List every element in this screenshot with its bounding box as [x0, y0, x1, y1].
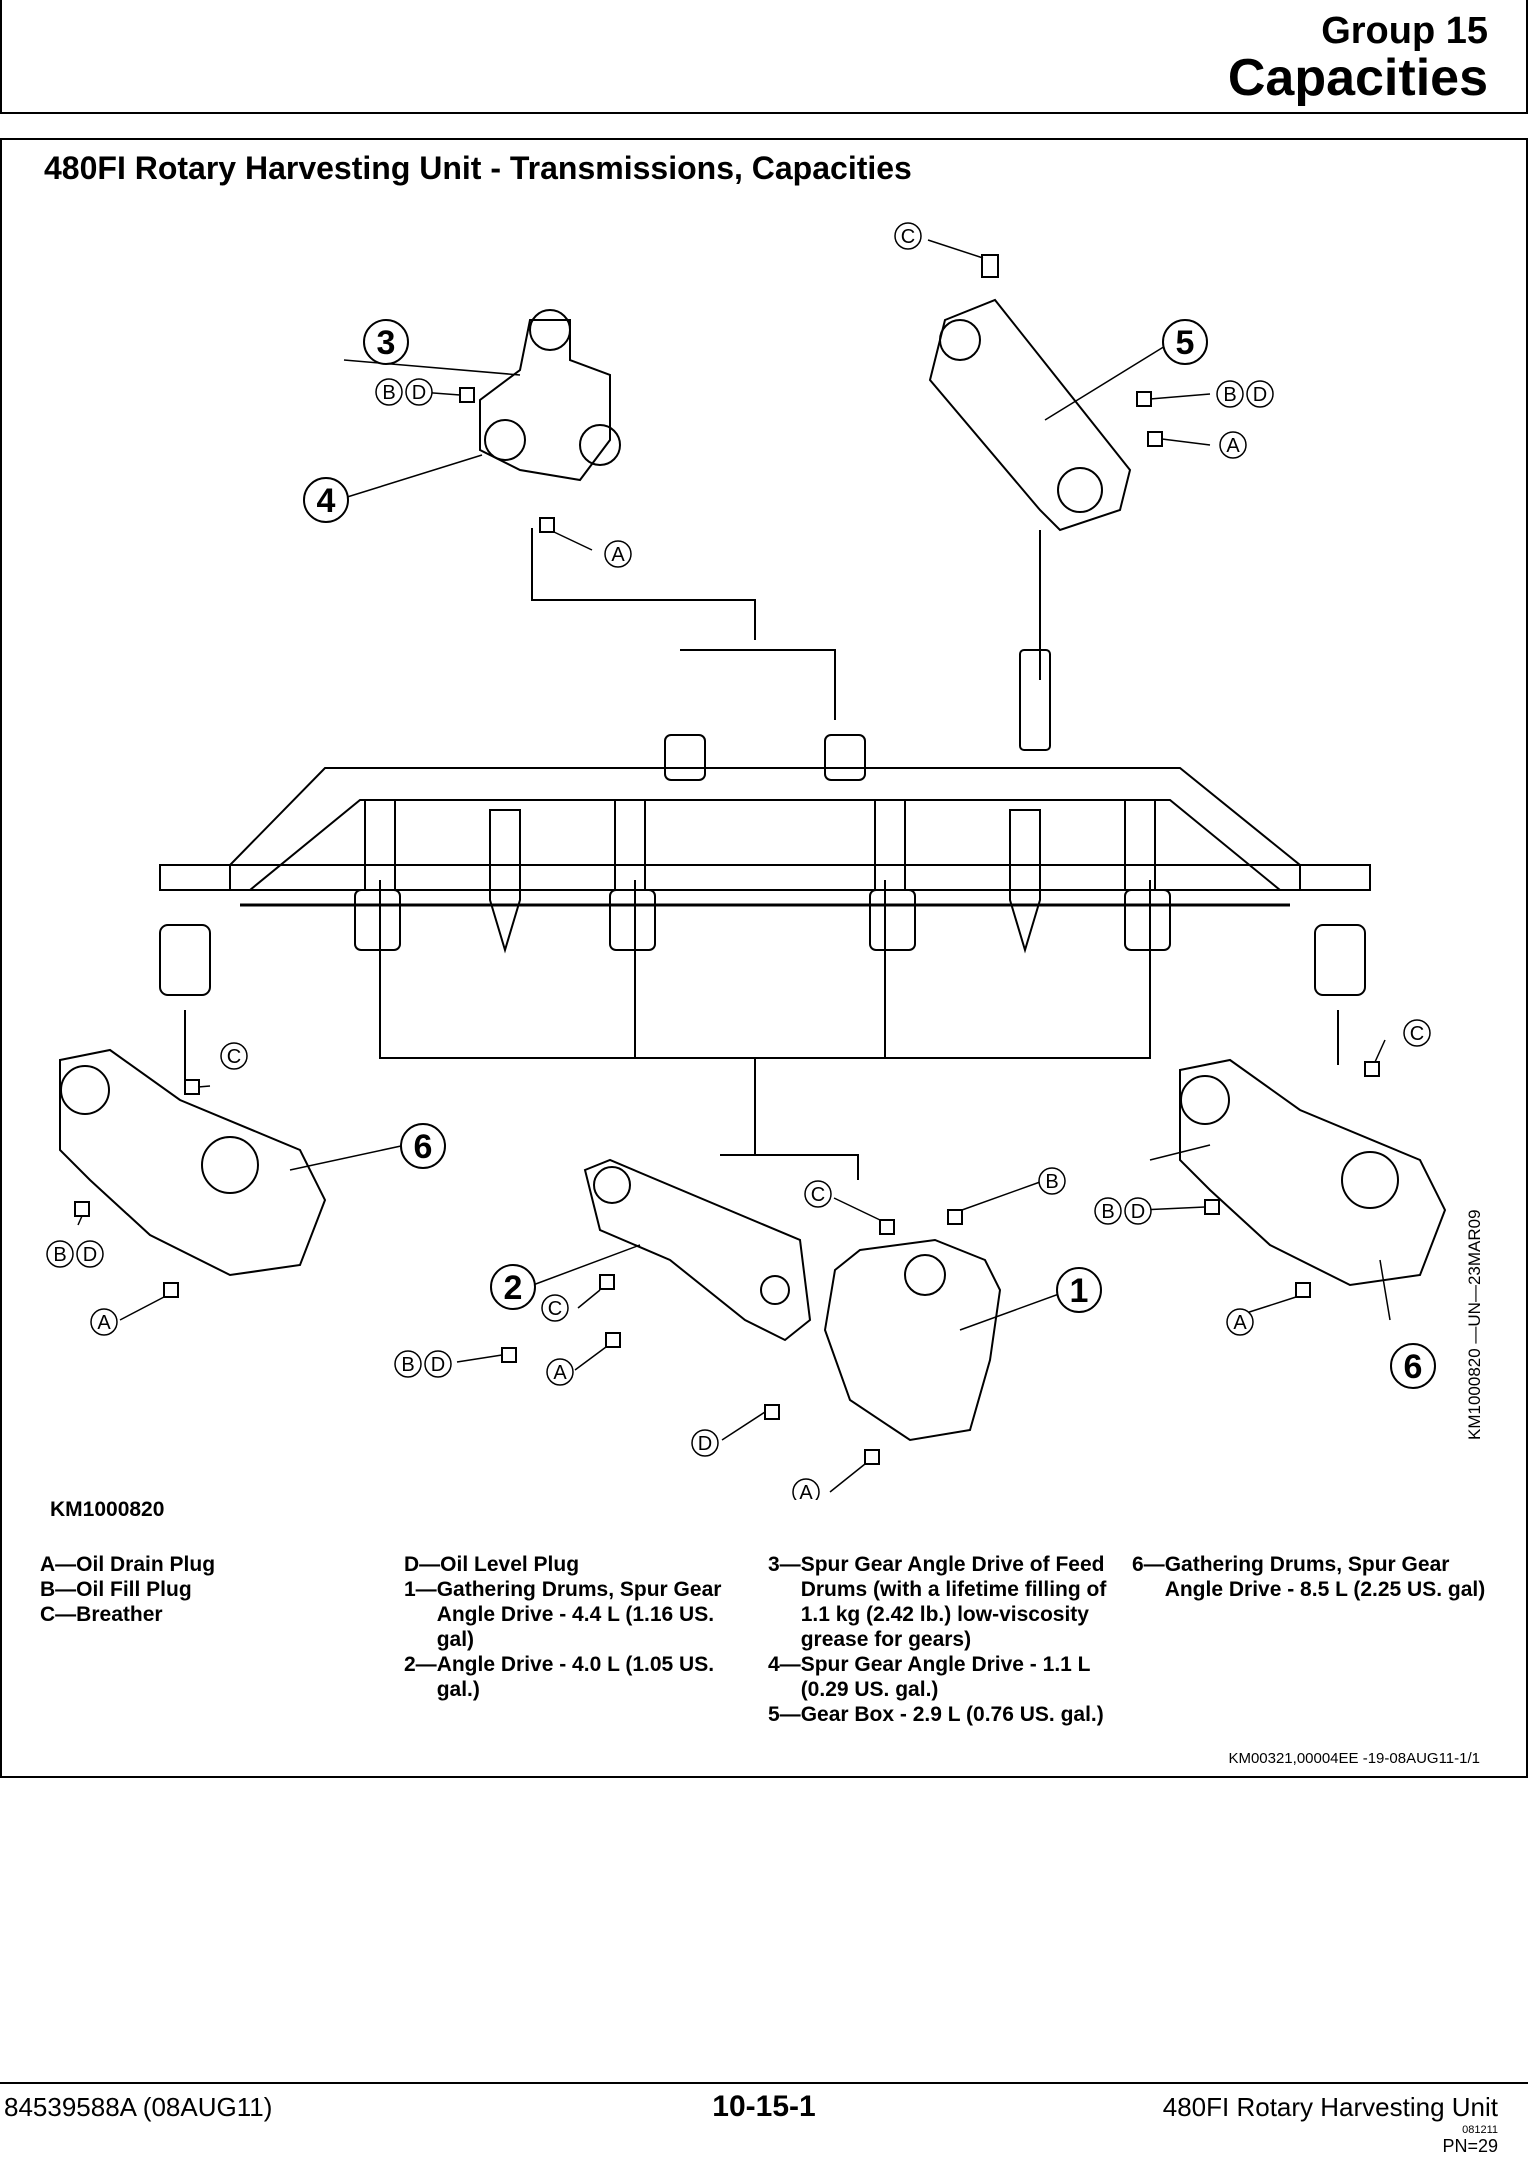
svg-text:B: B: [1045, 1171, 1058, 1193]
reference-code: KM00321,00004EE -19-08AUG11-1/1: [1228, 1750, 1480, 1767]
legend-column-2: D—Oil Level Plug 1— Gathering Drums, Spu…: [404, 1552, 749, 1702]
svg-text:5: 5: [1176, 324, 1195, 362]
crop-dividers: [489, 809, 1041, 954]
svg-text:B: B: [1223, 384, 1236, 406]
legend-item: A—Oil Drain Plug: [40, 1553, 216, 1576]
group-label: Group 15: [1321, 10, 1488, 52]
legend-item: 1— Gathering Drums, Spur Gear Angle Driv…: [404, 1578, 722, 1651]
connector-bottom-bar: [379, 880, 1151, 1059]
section-frame: [0, 138, 1528, 1778]
svg-text:D: D: [412, 382, 426, 404]
footer-date-code: 081211: [1462, 2124, 1498, 2136]
exploded-diagram: 3 4 5 6 6 2 1 C: [46, 222, 1447, 1500]
svg-text:A: A: [1233, 1312, 1247, 1334]
legend-item: 5— Gear Box - 2.9 L (0.76 US. gal.): [768, 1703, 1104, 1726]
legend-item: 4— Spur Gear Angle Drive - 1.1 L (0.29 U…: [768, 1653, 1091, 1701]
svg-text:D: D: [83, 1244, 97, 1266]
svg-text:C: C: [901, 226, 915, 248]
number-callouts: 3 4 5 6 6 2 1: [303, 319, 1436, 1389]
component-3-4: [479, 309, 621, 482]
svg-text:B: B: [382, 382, 395, 404]
svg-text:A: A: [97, 1312, 111, 1334]
callout-6-right: 6: [1390, 1343, 1436, 1389]
section-title: 480FI Rotary Harvesting Unit - Transmiss…: [44, 150, 912, 186]
legend-item: D—Oil Level Plug: [404, 1553, 580, 1576]
svg-text:6: 6: [414, 1128, 433, 1166]
legend-item: 6— Gathering Drums, Spur Gear Angle Driv…: [1132, 1553, 1486, 1601]
group-title: Capacities: [1227, 49, 1488, 107]
svg-text:D: D: [698, 1433, 712, 1455]
frame-gearboxes: [159, 649, 1366, 996]
svg-text:D: D: [1253, 384, 1267, 406]
svg-text:3: 3: [377, 324, 396, 362]
svg-text:B: B: [53, 1244, 66, 1266]
svg-text:C: C: [548, 1298, 562, 1320]
svg-text:C: C: [1410, 1023, 1424, 1045]
svg-text:D: D: [1131, 1201, 1145, 1223]
legend-item: C—Breather: [40, 1603, 163, 1626]
svg-text:6: 6: [1404, 1348, 1423, 1386]
drum-housings: [364, 799, 1156, 891]
callout-3: 3: [363, 319, 409, 365]
legend-item: 2— Angle Drive - 4.0 L (1.05 US. gal.): [404, 1653, 715, 1701]
callout-1: 1: [1056, 1267, 1102, 1313]
svg-text:4: 4: [317, 482, 336, 520]
legend-column-4: 6— Gathering Drums, Spur Gear Angle Driv…: [1132, 1552, 1492, 1602]
svg-text:A: A: [611, 544, 625, 566]
main-frame-lower-beam: [159, 864, 1371, 891]
component-2: [583, 1158, 812, 1342]
callout-2: 2: [490, 1264, 536, 1310]
callout-4: 4: [303, 477, 349, 523]
svg-text:A: A: [553, 1362, 567, 1384]
footer-pn: PN=29: [1442, 2136, 1498, 2156]
footer-rule: [0, 2082, 1528, 2084]
component-1: [823, 1238, 1002, 1442]
svg-text:D: D: [431, 1354, 445, 1376]
connector-center: [720, 1058, 859, 1180]
svg-text:C: C: [811, 1184, 825, 1206]
svg-text:1: 1: [1070, 1272, 1089, 1310]
plug-markers: [74, 387, 1380, 1465]
side-figure-code: KM1000820 —UN—23MAR09: [1465, 1209, 1484, 1440]
legend-column-3: 3— Spur Gear Angle Drive of Feed Drums (…: [768, 1552, 1133, 1727]
component-6-right: [1179, 1058, 1447, 1287]
svg-text:B: B: [1101, 1201, 1114, 1223]
svg-text:A: A: [799, 1482, 813, 1500]
footer-page-number: 10-15-1: [712, 2090, 816, 2123]
legend-column-1: A—Oil Drain Plug B—Oil Fill Plug C—Breat…: [40, 1552, 380, 1627]
svg-text:2: 2: [504, 1269, 523, 1307]
connector-top-mid: [680, 649, 836, 720]
svg-text:A: A: [1226, 435, 1240, 457]
svg-text:B: B: [401, 1354, 414, 1376]
component-5: [928, 254, 1132, 532]
footer-unit-name: 480FI Rotary Harvesting Unit: [1162, 2092, 1498, 2122]
main-frame-beam: [229, 767, 1301, 891]
legend-item: B—Oil Fill Plug: [40, 1578, 192, 1601]
footer-doc-number: 84539588A (08AUG11): [4, 2092, 273, 2122]
component-6-left: [59, 1048, 327, 1277]
legend-item: 3— Spur Gear Angle Drive of Feed Drums (…: [768, 1553, 1107, 1651]
connector-top-left: [531, 528, 756, 640]
callout-5: 5: [1162, 319, 1208, 365]
header-frame: [0, 0, 1528, 114]
connector-bottom-branches: [634, 880, 886, 1058]
callout-6-left: 6: [400, 1123, 446, 1169]
svg-text:C: C: [227, 1046, 241, 1068]
figure-id: KM1000820: [50, 1498, 165, 1521]
